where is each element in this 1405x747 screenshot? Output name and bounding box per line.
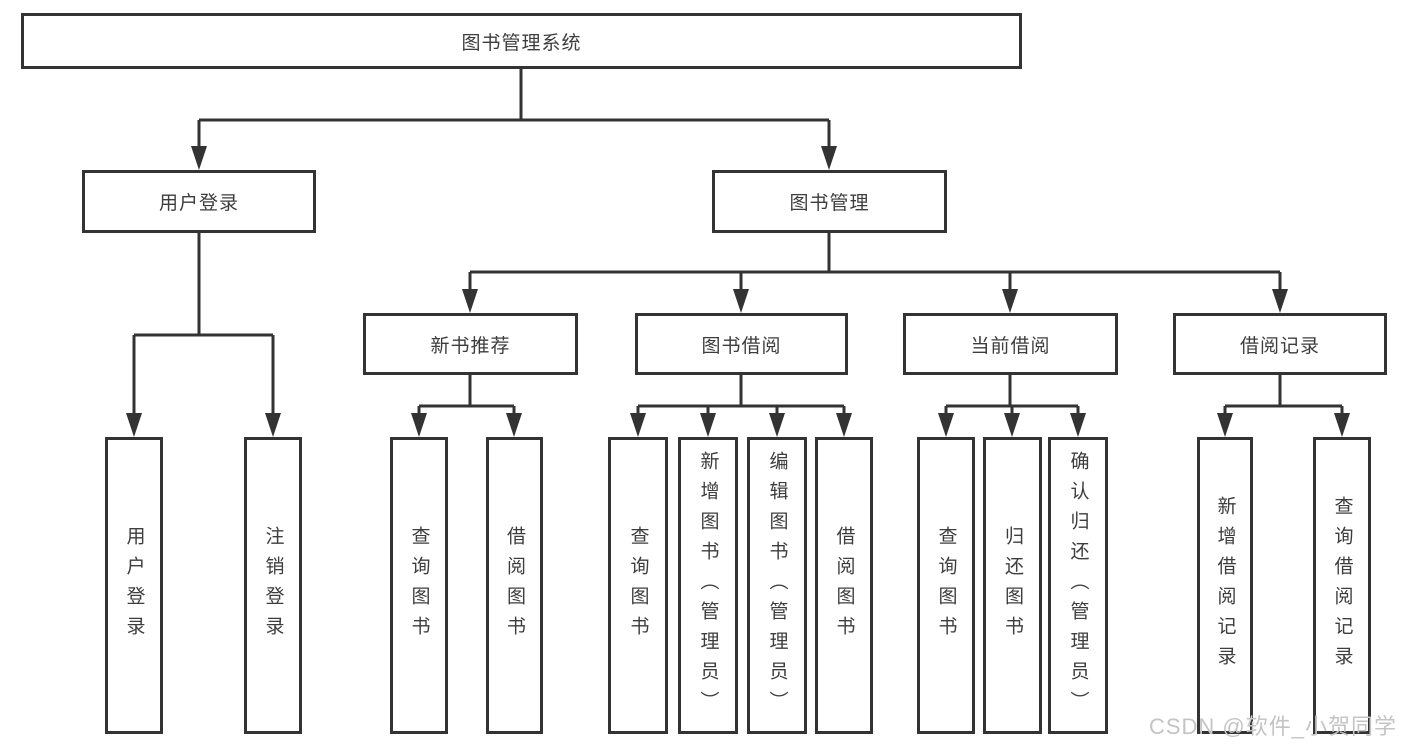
- leaf-user-login: 用户登录: [105, 437, 163, 734]
- leaf-edit-books-admin-label: 编辑图书（管理员）: [766, 450, 788, 721]
- leaf-add-books-admin: 新增图书（管理员）: [678, 437, 738, 734]
- leaf-add-borrow-record: 新增借阅记录: [1197, 437, 1253, 734]
- leaf-query-books-borrow-label: 查询图书: [627, 525, 649, 646]
- leaf-borrow-books: 借阅图书: [815, 437, 873, 734]
- leaf-borrow-books-recommend-label: 借阅图书: [504, 525, 525, 646]
- node-current-borrowing: 当前借阅: [903, 313, 1118, 375]
- leaf-borrow-books-label: 借阅图书: [833, 525, 855, 646]
- node-new-book-recommendation: 新书推荐: [363, 313, 578, 375]
- leaf-confirm-return-admin-label: 确认归还（管理员）: [1067, 450, 1089, 721]
- leaf-query-borrow-record-label: 查询借阅记录: [1331, 495, 1353, 676]
- node-borrowing-records: 借阅记录: [1173, 313, 1387, 375]
- node-library-management-system: 图书管理系统: [21, 13, 1022, 69]
- leaf-query-books-recommend: 查询图书: [390, 437, 448, 734]
- node-book-borrowing: 图书借阅: [635, 313, 848, 375]
- leaf-logout: 注销登录: [244, 437, 302, 734]
- leaf-return-books-label: 归还图书: [1002, 525, 1023, 646]
- leaf-add-books-admin-label: 新增图书（管理员）: [697, 450, 719, 721]
- node-user-login: 用户登录: [82, 170, 316, 233]
- leaf-confirm-return-admin: 确认归还（管理员）: [1048, 437, 1108, 734]
- leaf-query-books-recommend-label: 查询图书: [408, 525, 430, 646]
- watermark: CSDN @软件_小贺同学: [1148, 714, 1397, 739]
- node-book-management: 图书管理: [712, 170, 947, 233]
- leaf-query-borrow-record: 查询借阅记录: [1313, 437, 1371, 734]
- leaf-edit-books-admin: 编辑图书（管理员）: [747, 437, 807, 734]
- leaf-add-borrow-record-label: 新增借阅记录: [1214, 495, 1236, 676]
- leaf-logout-label: 注销登录: [262, 525, 284, 646]
- leaf-return-books: 归还图书: [983, 437, 1042, 734]
- leaf-borrow-books-recommend: 借阅图书: [486, 437, 543, 734]
- leaf-query-books-borrow: 查询图书: [608, 437, 668, 734]
- leaf-query-books-current-label: 查询图书: [935, 525, 957, 646]
- leaf-user-login-label: 用户登录: [123, 525, 145, 646]
- leaf-query-books-current: 查询图书: [917, 437, 975, 734]
